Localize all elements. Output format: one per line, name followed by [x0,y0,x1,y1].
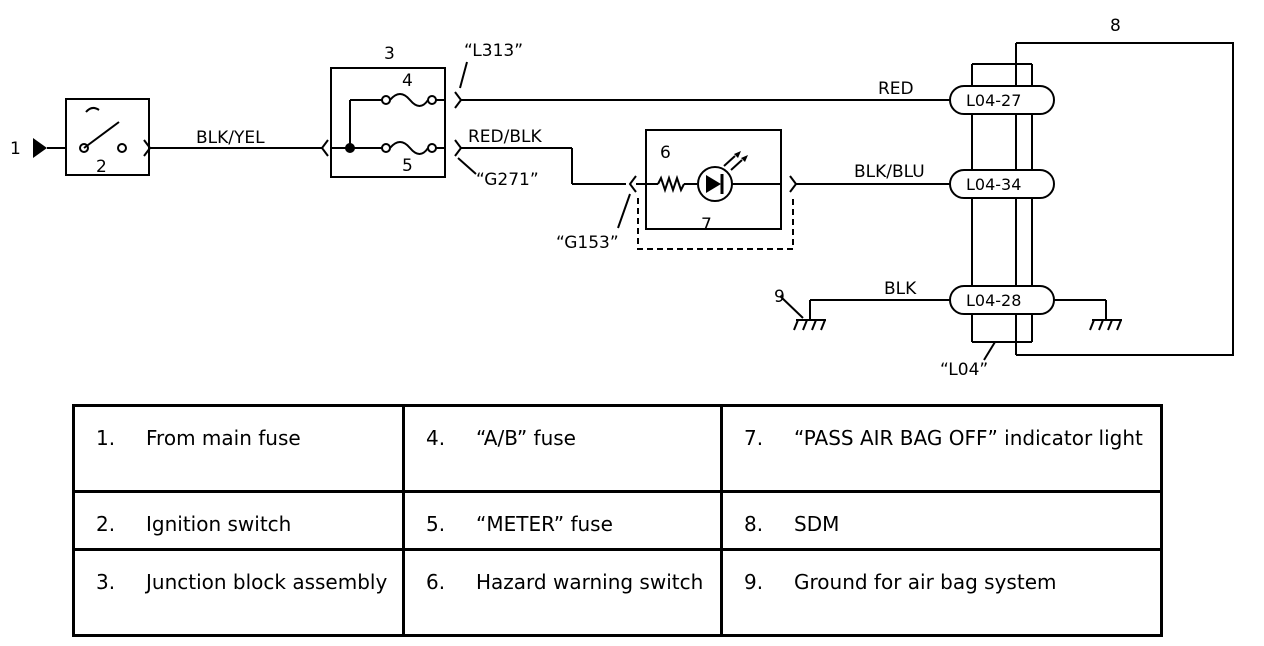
legend-cell: 6. Hazard warning switch [402,548,723,637]
hazard-switch-label: 6 [660,143,671,163]
legend-text: Ignition switch [146,512,292,536]
legend-cell: 7. “PASS AIR BAG OFF” indicator light [720,404,1163,493]
legend-number: 3. [96,570,116,594]
sdm-box [1016,42,1234,356]
wire-red: RED [878,79,914,99]
legend-text: From main fuse [146,426,301,450]
legend-cell: 8. SDM [720,490,1163,551]
wiring-diagram: 1 2 3 4 5 6 7 8 9 BLK/YEL RED RED/BLK BL… [10,16,1234,380]
legend-cell: 2. Ignition switch [72,490,405,551]
pin-l04-34 [949,169,1055,199]
legend-table: 1. From main fuse 4. “A/B” fuse 7. “PASS AI… [72,404,1163,637]
legend-cell: 1. From main fuse [72,404,405,493]
ignition-switch-label: 2 [96,157,107,177]
legend-number: 4. [426,426,446,450]
legend-text: “METER” fuse [476,512,613,536]
connector-l313: “L313” [464,41,523,61]
legend-number: 8. [744,512,764,536]
wire-red-blk: RED/BLK [468,127,543,147]
legend-number: 1. [96,426,116,450]
sdm-label: 8 [1110,16,1121,36]
resistor-icon [657,174,685,194]
main-fuse-label: 1 [10,139,21,159]
wire-blk: BLK [884,279,917,299]
junction-block-box [330,67,446,178]
legend-number: 2. [96,512,116,536]
legend-row: 3. Junction block assembly 6. Hazard warni… [72,548,1163,637]
legend-number: 6. [426,570,446,594]
pin-l04-27 [949,85,1055,115]
indicator-light-label: 7 [701,215,712,235]
legend-cell: 4. “A/B” fuse [402,404,723,493]
pin-l04-28-label: L04-28 [966,291,1021,310]
legend-row: 2. Ignition switch 5. “METER” fuse 8. SDM [72,490,1163,551]
legend-text: Ground for air bag system [794,570,1057,594]
legend-text: “PASS AIR BAG OFF” indicator light [794,426,1143,450]
wire-blk-blu: BLK/BLU [854,162,925,182]
legend-cell: 5. “METER” fuse [402,490,723,551]
legend-text: Junction block assembly [146,570,388,594]
wire-blk-yel: BLK/YEL [196,128,265,148]
ab-fuse-label: 4 [402,71,413,91]
connector-g271: “G271” [476,170,539,190]
legend-row: 1. From main fuse 4. “A/B” fuse 7. “PASS AI… [72,404,1163,493]
legend-cell: 3. Junction block assembly [72,548,405,637]
hazard-switch-box [645,129,782,230]
connector-l04: “L04” [940,360,988,380]
hazard-dashed-outline [637,198,794,250]
meter-fuse-label: 5 [402,156,413,176]
main-fuse-arrow [33,138,47,158]
pin-l04-34-label: L04-34 [966,175,1021,194]
junction-block-label: 3 [384,44,395,64]
pin-l04-27-label: L04-27 [966,91,1021,110]
legend-number: 5. [426,512,446,536]
legend-text: SDM [794,512,840,536]
ground-label: 9 [774,287,785,307]
legend-number: 7. [744,426,764,450]
junction-node [345,143,355,153]
legend-cell: 9. Ground for air bag system [720,548,1163,637]
legend-text: “A/B” fuse [476,426,576,450]
connector-g153: “G153” [556,233,619,253]
ignition-switch-box [65,98,150,176]
legend-number: 9. [744,570,764,594]
legend-text: Hazard warning switch [476,570,704,594]
